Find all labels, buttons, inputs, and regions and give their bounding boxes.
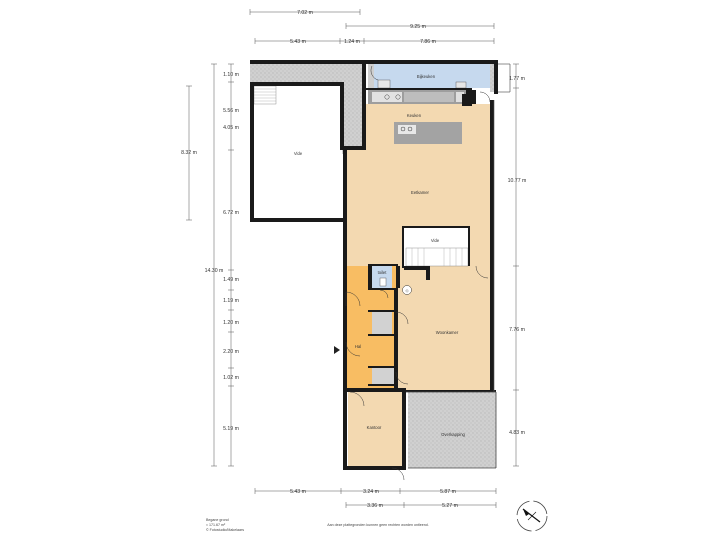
dim-left-seg7: 1.20 m bbox=[223, 320, 239, 326]
vide-left-area bbox=[254, 86, 342, 218]
glazing-lines bbox=[406, 63, 511, 469]
room-label-hal: Hal bbox=[355, 344, 361, 349]
dim-top-b: 1.24 m bbox=[344, 39, 360, 45]
dim-left-seg10: 5.19 m bbox=[223, 426, 239, 432]
walls bbox=[250, 60, 498, 470]
dim-left-total: 14.30 m bbox=[205, 268, 224, 274]
footer: Begane grond ≈ 171.67 m² © Fotostudio/Ma… bbox=[206, 518, 429, 532]
room-label-vide-center: Vide bbox=[431, 238, 440, 243]
terrace-top bbox=[250, 60, 362, 82]
kitchen-counters bbox=[368, 64, 467, 144]
dim-right-r1: 1.77 m bbox=[509, 76, 525, 82]
dim-bottom-e: 5.27 m bbox=[442, 503, 458, 509]
stairs-icon bbox=[253, 85, 469, 267]
kantoor-area bbox=[348, 390, 402, 466]
dim-bottom-c: 5.87 m bbox=[440, 489, 456, 495]
dim-left-seg5: 1.49 m bbox=[223, 277, 239, 283]
room-label-eetkamer: Eetkamer bbox=[411, 190, 430, 195]
dim-right-r4: 4.83 m bbox=[509, 430, 525, 436]
dim-left-seg2: 5.56 m bbox=[223, 108, 239, 114]
dim-left-seg3: 4.05 m bbox=[223, 125, 239, 131]
dim-left-seg9: 1.02 m bbox=[223, 375, 239, 381]
bijkeuken-area bbox=[370, 64, 492, 88]
toilet-area bbox=[372, 266, 392, 288]
dim-bottom-a: 5.43 m bbox=[290, 489, 306, 495]
dim-top-total-right: 9.25 m bbox=[410, 24, 426, 30]
dim-left-seg4: 6.72 m bbox=[223, 210, 239, 216]
closet-1 bbox=[372, 312, 392, 324]
room-label-overkapping: Overkapping bbox=[441, 432, 465, 437]
dim-left-seg6: 1.19 m bbox=[223, 298, 239, 304]
footer-area: ≈ 171.67 m² bbox=[206, 523, 226, 527]
dim-left-upper: 8.32 m bbox=[181, 150, 197, 156]
toilet-fixture: ◇ bbox=[379, 277, 412, 295]
doors bbox=[345, 65, 491, 481]
room-label-toilet: toilet bbox=[378, 270, 388, 275]
dim-right-r2: 10.77 m bbox=[508, 178, 527, 184]
dim-bottom-d: 3.36 m bbox=[367, 503, 383, 509]
door-arrow-icon bbox=[334, 346, 340, 354]
room-label-bijkeuken: Bijkeuken bbox=[417, 74, 436, 79]
top-dimensions: 7.02 m 9.25 m 5.43 m 1.24 m 7.86 m bbox=[249, 9, 495, 45]
compass-icon bbox=[516, 500, 548, 532]
dim-top-a: 5.43 m bbox=[290, 39, 306, 45]
left-dimensions: 8.32 m 14.30 m 1.10 m 5.56 m 4.05 m 6.72… bbox=[181, 63, 239, 467]
dim-bottom-b: 3.24 m bbox=[363, 489, 379, 495]
bottom-dimensions: 5.43 m 3.24 m 5.87 m 3.36 m 5.27 m bbox=[254, 488, 497, 509]
dim-left-seg1: 1.10 m bbox=[223, 72, 239, 78]
overkapping-area bbox=[408, 392, 496, 468]
dim-right-r3: 7.76 m bbox=[509, 327, 525, 333]
dim-top-c: 7.86 m bbox=[420, 39, 436, 45]
dim-left-seg8: 2.20 m bbox=[223, 349, 239, 355]
eetkamer-area bbox=[346, 104, 492, 266]
footer-floor-name: Begane grond bbox=[206, 518, 229, 522]
room-label-kantoor: Kantoor bbox=[367, 425, 382, 430]
dim-top-total-left: 7.02 m bbox=[297, 10, 313, 16]
svg-text:◇: ◇ bbox=[405, 288, 409, 293]
room-label-vide-left: Vide bbox=[294, 151, 303, 156]
woonkamer-area bbox=[398, 266, 492, 390]
right-dimensions: 1.77 m 10.77 m 7.76 m 4.83 m bbox=[508, 63, 527, 467]
terrace-side bbox=[342, 70, 364, 154]
closet-3 bbox=[372, 368, 394, 384]
closet-2 bbox=[372, 324, 392, 334]
footer-credit: © Fotostudio/Makelaars bbox=[206, 528, 244, 532]
footer-disclaimer: Aan deze plattegronden kunnen geen recht… bbox=[327, 523, 429, 527]
room-label-keuken: Keuken bbox=[407, 113, 422, 118]
room-label-woonkamer: Woonkamer bbox=[436, 330, 459, 335]
